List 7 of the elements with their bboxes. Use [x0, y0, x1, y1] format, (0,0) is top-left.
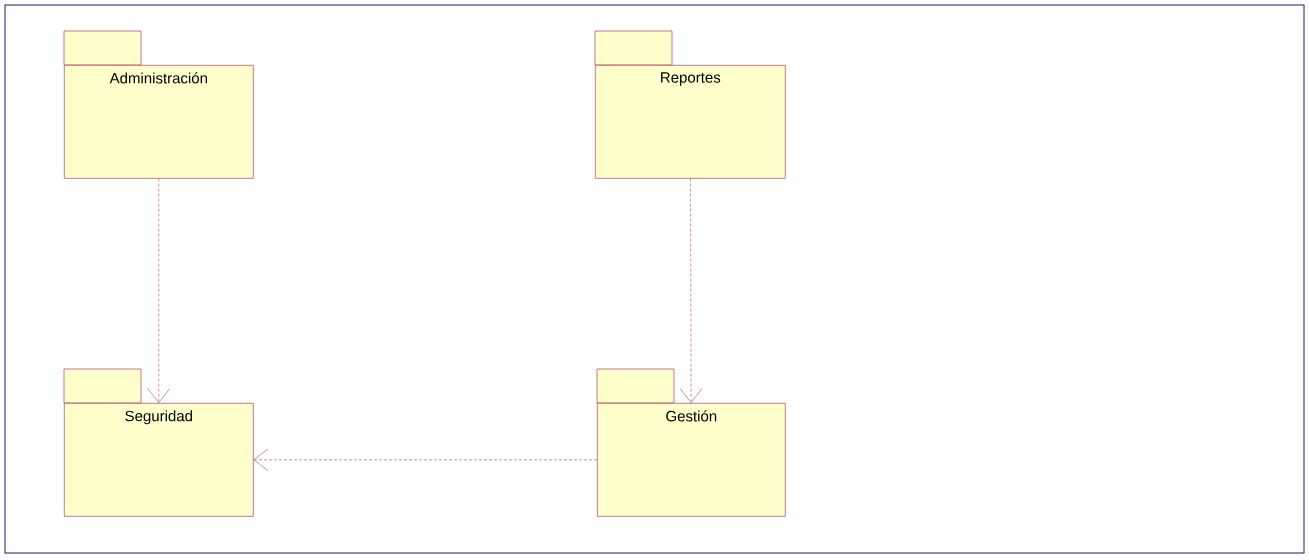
dependency-arrow: [679, 178, 703, 403]
dependency-arrow: [253, 448, 598, 472]
package-box: Reportes: [594, 30, 786, 179]
package-box: Gestión: [596, 368, 786, 517]
package-box: Seguridad: [63, 368, 254, 517]
dependency-arrow: [147, 178, 171, 403]
package-box: Administración: [63, 30, 254, 179]
